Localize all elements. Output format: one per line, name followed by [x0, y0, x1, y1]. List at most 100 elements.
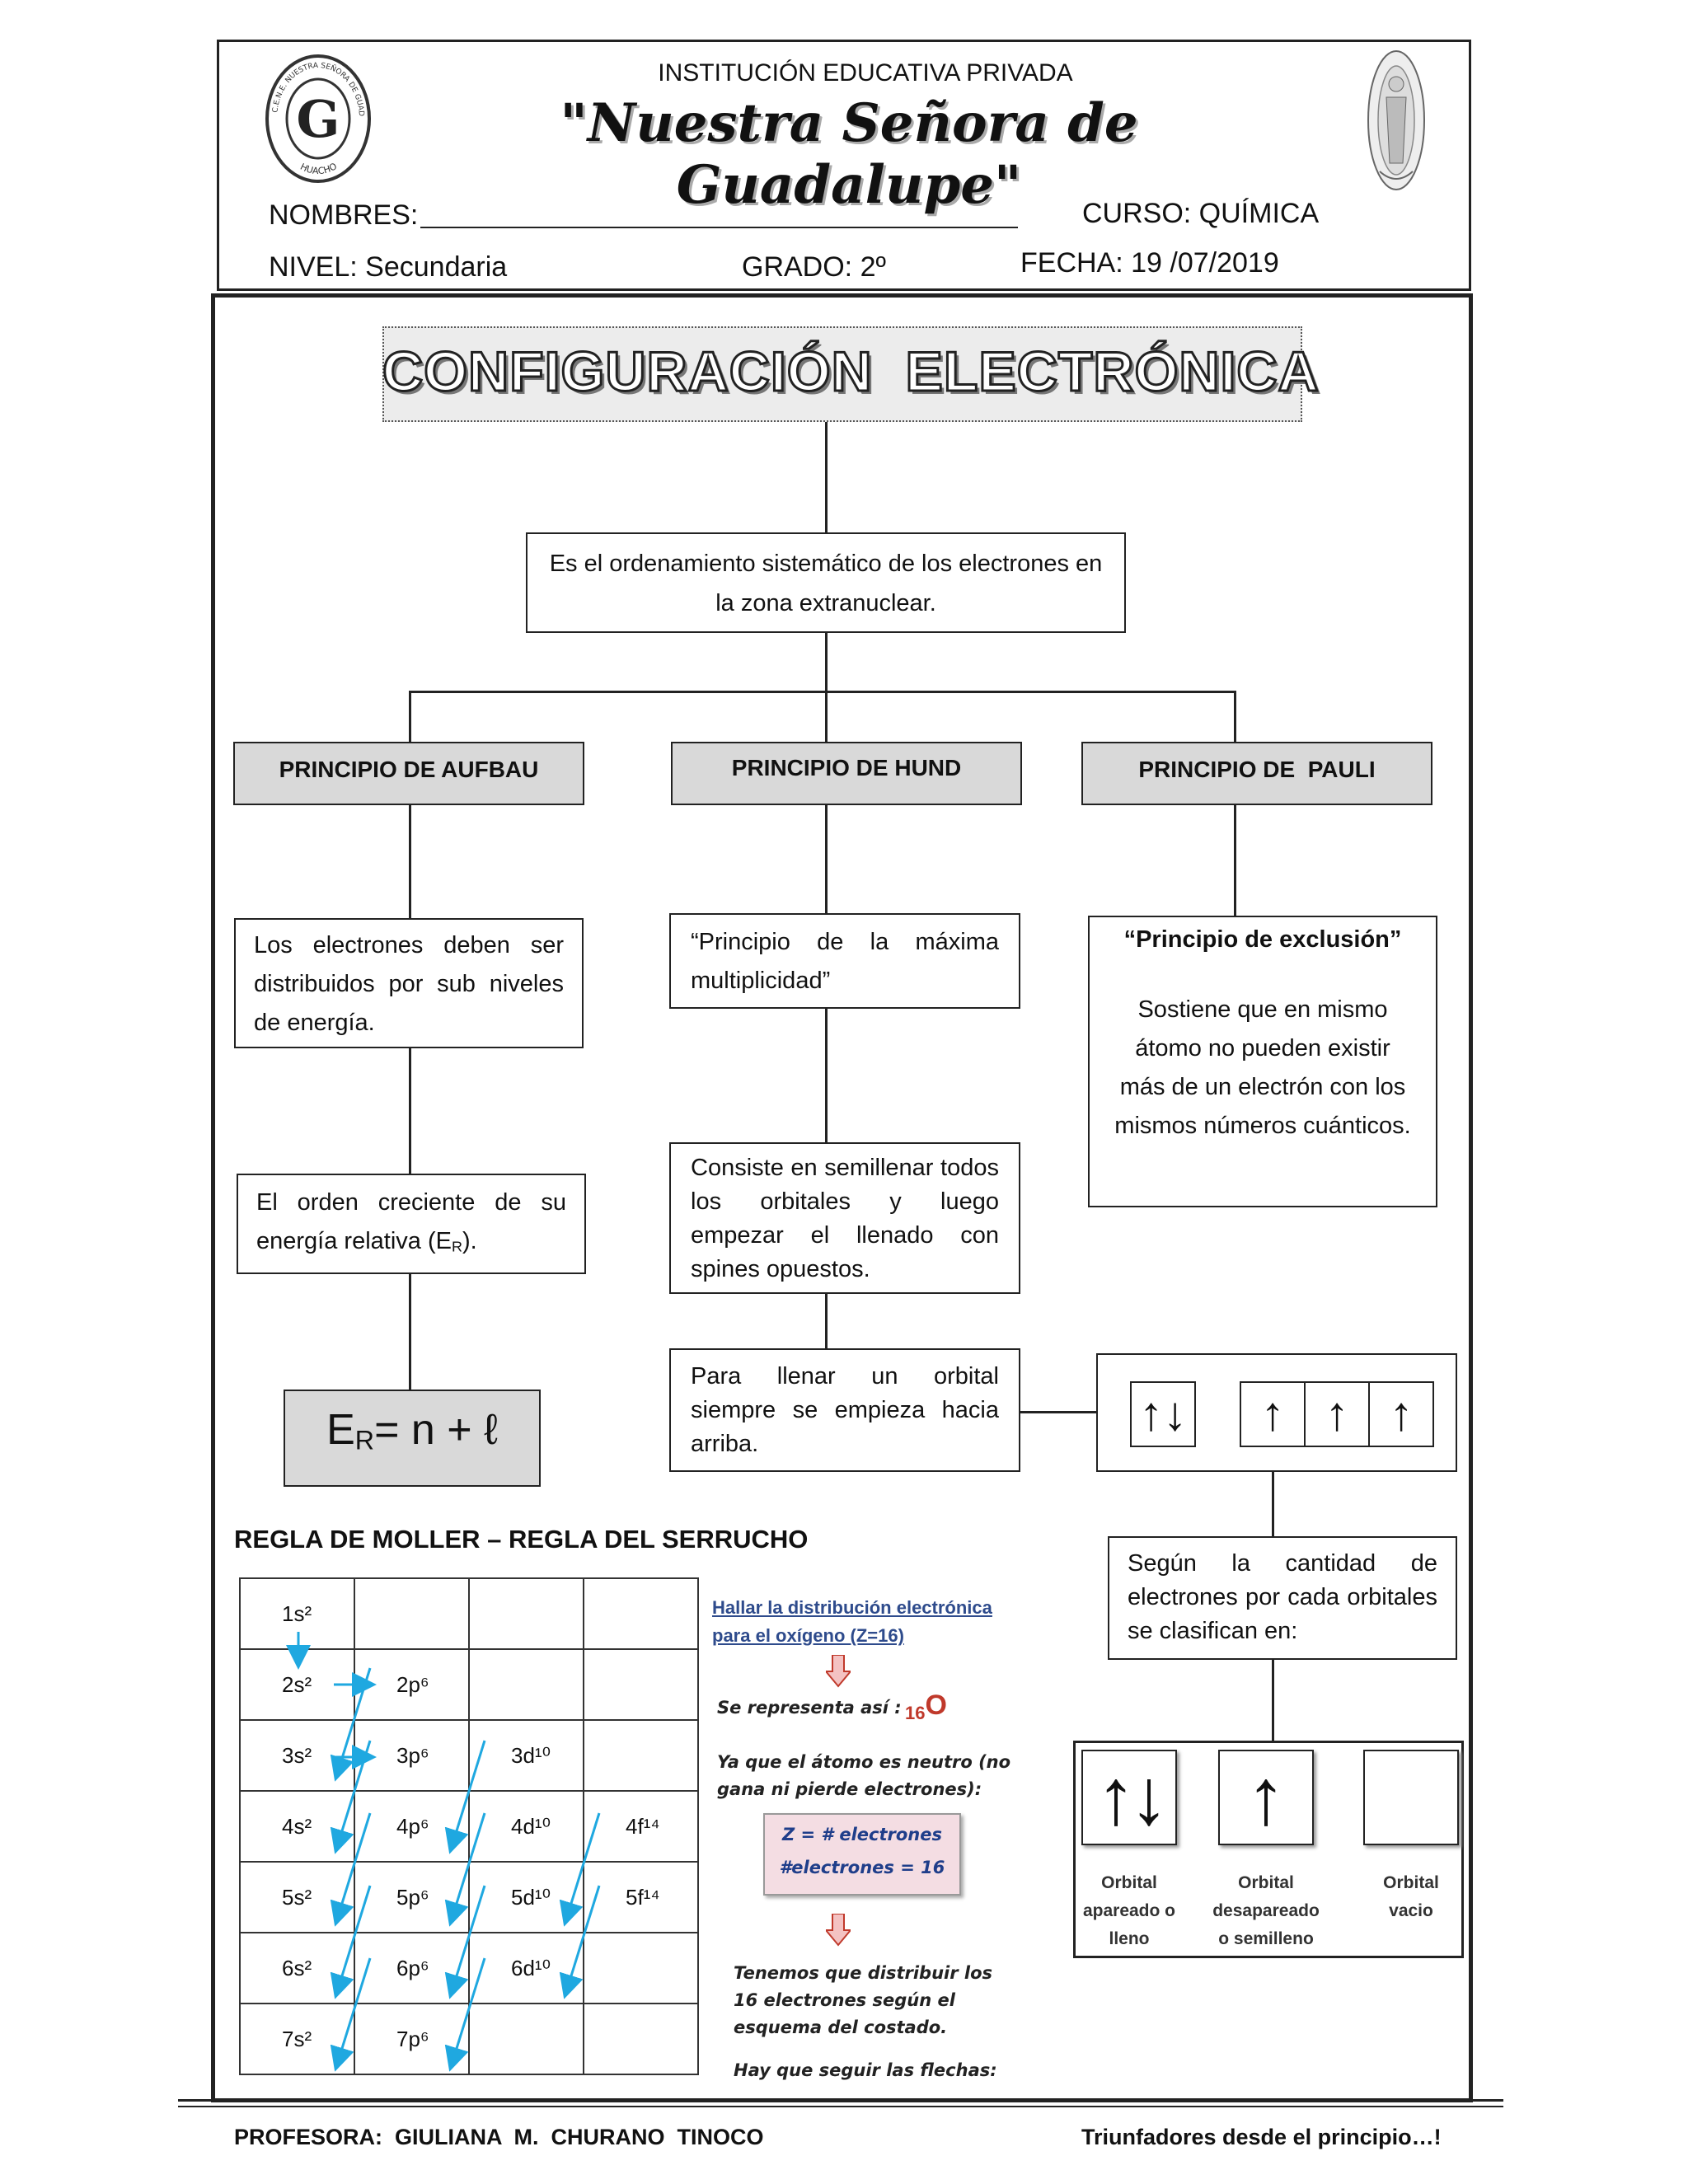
hund-heading-box	[671, 742, 1022, 805]
hund-quote-box	[669, 913, 1020, 1009]
formula: ER= n + ℓ	[284, 1405, 541, 1455]
moller-cell: 4d¹⁰	[468, 1790, 584, 1863]
hund-consists-box	[669, 1142, 1020, 1294]
formula-rest: = n + ℓ	[374, 1406, 498, 1454]
nivel-value: Secundaria	[365, 251, 508, 283]
connector	[825, 633, 828, 742]
aufbau-order-sub: R	[451, 1238, 462, 1255]
aufbau-desc-box	[234, 918, 584, 1048]
aufbau-desc: Los electrones deben ser distribuidos po…	[254, 932, 564, 1036]
moller-arrow	[559, 1885, 601, 1999]
connector	[409, 1274, 411, 1390]
tutorial-distribute: Tenemos que distribuir los 16 electrones…	[734, 1963, 993, 2037]
orbital-arrows: ↑↓	[1139, 1387, 1187, 1441]
logo-letter: G	[297, 89, 340, 149]
oxygen-letter: O	[925, 1690, 947, 1721]
nivel-label: NIVEL: Secundaria	[269, 251, 507, 284]
hund-fill-box	[669, 1348, 1020, 1472]
aufbau-heading-box	[233, 742, 584, 805]
moller-arrow	[444, 1740, 486, 1854]
fecha-value: 19 /07/2019	[1131, 247, 1279, 279]
school-name: "Nuestra Señora de Guadalupe"	[560, 92, 1138, 216]
grado-label: GRADO: 2º	[742, 251, 886, 283]
formula-box	[284, 1390, 541, 1487]
note-line2: #electrones = 16	[779, 1858, 945, 1877]
pauli-box	[1088, 916, 1437, 1207]
orbital-type-paired-cell: ↑↓	[1081, 1750, 1177, 1845]
moller-cell	[468, 2003, 584, 2075]
connector	[409, 691, 411, 742]
moller-cell: 4f¹⁴	[583, 1790, 699, 1863]
orbital-type-label: Orbital desapareado o semilleno	[1212, 1873, 1320, 1948]
moller-cell	[468, 1648, 584, 1721]
header-frame	[217, 40, 1471, 291]
note-line1: Z = # electrones	[781, 1825, 942, 1844]
moller-arrow	[444, 1957, 486, 2072]
fecha-label: FECHA: 19 /07/2019	[1020, 247, 1279, 279]
moller-arrow	[330, 1885, 372, 1999]
moller-arrow	[444, 1812, 486, 1927]
connector	[825, 422, 828, 533]
curso-label: CURSO: QUÍMICA	[1082, 198, 1320, 229]
moller-cell: 4p⁶	[354, 1790, 470, 1863]
orbital-cell: ↑	[1240, 1381, 1306, 1447]
connector	[825, 805, 828, 913]
connector	[1272, 1660, 1274, 1741]
classification-box	[1108, 1536, 1457, 1660]
moller-cell: 3d¹⁰	[468, 1719, 584, 1792]
connector	[409, 691, 1236, 693]
definition-box	[526, 532, 1126, 633]
moller-cell	[354, 1577, 470, 1650]
tutorial-heading: Hallar la distribución electrónica para …	[712, 1597, 992, 1646]
pauli-heading-box	[1081, 742, 1432, 805]
connector	[1234, 691, 1236, 742]
orbital-type-empty-cell	[1363, 1750, 1459, 1845]
moller-cell	[468, 1577, 584, 1650]
moller-cell	[583, 1577, 699, 1650]
moller-arrow	[559, 1812, 601, 1927]
aufbau-heading: PRINCIPIO DE AUFBAU	[279, 757, 539, 782]
formula-sub: R	[354, 1425, 375, 1455]
moller-cell: 6d¹⁰	[468, 1932, 584, 2004]
nombres-line[interactable]	[420, 227, 1018, 228]
moller-arrow	[444, 1885, 486, 1999]
oxygen-symbol: 16O	[905, 1690, 947, 1724]
moller-cell: 3p⁶	[354, 1719, 470, 1792]
aufbau-order-text: El orden creciente de su energía relativ…	[256, 1189, 566, 1254]
orbital-cell-paired: ↑↓	[1130, 1381, 1196, 1447]
orbital-type-label: Orbital apareado o lleno	[1082, 1873, 1176, 1948]
school-logo: G C.E.N.E. NUESTRA SEÑORA DE GUADALUPE H…	[260, 47, 374, 185]
tutorial-note: Z = # electrones #electrones = 16	[763, 1813, 961, 1896]
hund-consists: Consiste en semillenar todos los orbital…	[691, 1155, 999, 1282]
moller-cell	[583, 1719, 699, 1792]
aufbau-order-box	[237, 1174, 586, 1274]
connector	[825, 1294, 828, 1348]
down-arrow-icon	[823, 1913, 853, 1951]
moller-arrow	[330, 1740, 372, 1854]
connector	[1272, 1472, 1274, 1536]
pauli-heading: PRINCIPIO DE PAULI	[1138, 757, 1376, 782]
nivel-key: NIVEL:	[269, 251, 358, 283]
page-title: CONFIGURACIÓN ELECTRÓNICA	[382, 340, 1320, 405]
tutorial-represent: Se representa así :	[717, 1698, 902, 1718]
orbital-type-unpaired-cell: ↑	[1218, 1750, 1314, 1845]
connector	[1234, 805, 1236, 916]
orbital-type-label: Orbital vacio	[1383, 1873, 1439, 1920]
nombres-label: NOMBRES:	[269, 199, 419, 231]
virgin-image	[1365, 48, 1428, 193]
footer-teacher: PROFESORA: GIULIANA M. CHURANO TINOCO	[234, 2125, 764, 2149]
definition-text: Es el ordenamiento sistemático de los el…	[549, 551, 1103, 616]
moller-cell	[583, 1932, 699, 2004]
footer-motto: Triunfadores desde el principio…!	[1081, 2125, 1442, 2149]
footer-rule	[178, 2099, 1503, 2102]
moller-heading: REGLA DE MOLLER – REGLA DEL SERRUCHO	[234, 1525, 809, 1554]
classification-text: Según la cantidad de electrones por cada…	[1128, 1550, 1437, 1644]
title-banner	[382, 326, 1302, 422]
connector	[409, 1048, 411, 1174]
